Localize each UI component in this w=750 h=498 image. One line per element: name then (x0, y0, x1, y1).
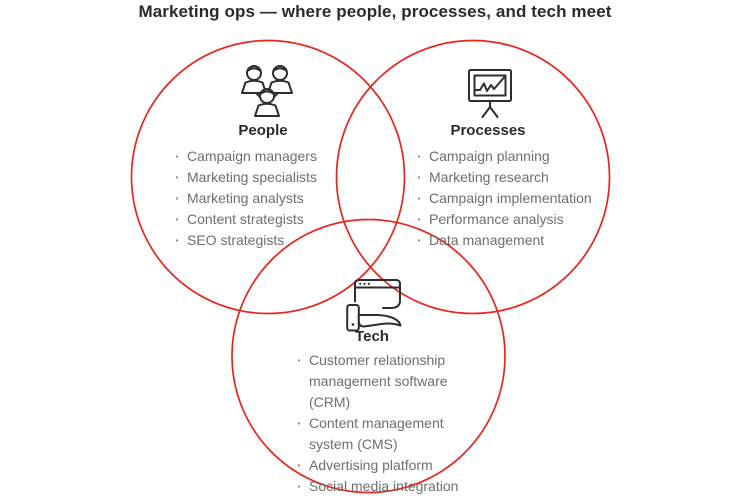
list-item: Content strategists (172, 209, 377, 230)
list-item: Campaign implementation (414, 188, 636, 209)
list-item: Content management system (CMS) (294, 413, 480, 455)
list-item: Campaign planning (414, 146, 636, 167)
processes-list: Campaign planning Marketing research Cam… (414, 146, 636, 251)
list-item: SEO strategists (172, 230, 377, 251)
people-group-icon (241, 65, 293, 117)
people-list: Campaign managers Marketing specialists … (172, 146, 377, 251)
list-item: Data management (414, 230, 636, 251)
list-item: Social media integration (294, 476, 480, 497)
list-item: Advertising platform (294, 455, 480, 476)
tech-label: Tech (355, 328, 389, 345)
people-circle (130, 39, 406, 315)
list-item: Campaign managers (172, 146, 377, 167)
list-item: Marketing specialists (172, 167, 377, 188)
list-item: Marketing research (414, 167, 636, 188)
list-item: Performance analysis (414, 209, 636, 230)
list-item: Customer relationship management softwar… (294, 350, 480, 413)
page-title: Marketing ops — where people, processes,… (138, 2, 612, 21)
processes-label: Processes (450, 122, 526, 139)
people-label: People (238, 122, 288, 139)
presentation-chart-icon (468, 69, 512, 118)
browser-hand-icon (346, 279, 402, 332)
tech-list: Customer relationship management softwar… (294, 350, 480, 497)
list-item: Marketing analysts (172, 188, 377, 209)
